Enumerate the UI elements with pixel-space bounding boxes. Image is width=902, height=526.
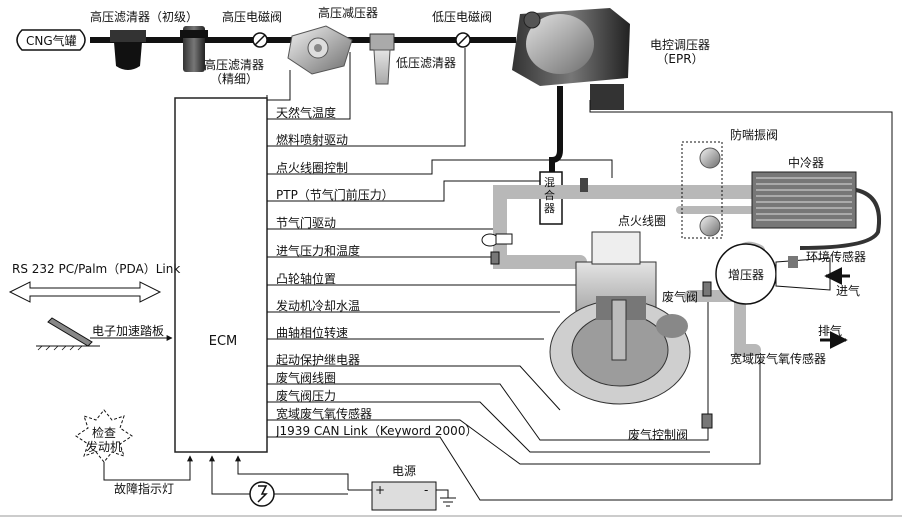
ignition-coil-label: 点火线圈 — [618, 214, 667, 228]
epr-icon — [512, 8, 630, 110]
signal-ptp: PTP（节气门前压力） — [276, 188, 394, 202]
cng-tank-label: CNG气罐 — [26, 34, 77, 48]
anti-surge-valve-icon — [681, 141, 723, 239]
power-line — [235, 455, 349, 490]
fault-lamp-line — [103, 455, 193, 481]
turbo-label: 增压器 — [728, 268, 765, 282]
hp-filter-fine-label-1: 高压滤清器 — [204, 58, 265, 72]
pedal-icon — [36, 317, 173, 351]
ambient-sensor-label: 环境传感器 — [806, 250, 867, 264]
signal-line-ptp — [267, 180, 560, 202]
wastegate-icon — [702, 281, 712, 297]
lp-filter-label: 低压滤清器 — [396, 56, 457, 70]
cng-tank-icon — [16, 29, 86, 51]
wastegate-label: 废气阀 — [662, 290, 699, 304]
signal-fuel-drive: 燃料喷射驱动 — [276, 133, 349, 147]
signal-line-j1939 — [267, 100, 893, 501]
fault-lamp-label: 故障指示灯 — [114, 482, 175, 496]
battery-minus: - — [424, 483, 429, 497]
signal-throttle: 节气门驱动 — [276, 216, 337, 230]
hp-filter-primary-label: 高压滤清器（初级） — [90, 10, 199, 24]
intercooler-label: 中冷器 — [788, 156, 825, 170]
hp-regulator-label: 高压减压器 — [318, 6, 379, 20]
rs232-label: RS 232 PC/Palm（PDA）Link — [12, 262, 181, 276]
signal-j1939: J1939 CAN Link（Keyword 2000） — [276, 424, 478, 438]
battery-plus: + — [375, 483, 386, 497]
wg-control-valve-icon — [701, 413, 713, 429]
signal-wb-sensor: 宽域废气氧传感器 — [276, 407, 373, 421]
ecm-box — [174, 97, 268, 453]
signal-line-ignition — [267, 159, 613, 178]
key-switch-icon — [209, 455, 348, 507]
wg-control-label: 废气控制阀 — [628, 428, 689, 442]
ecm-label: ECM — [208, 334, 238, 349]
signal-wg-press: 废气阀压力 — [276, 389, 337, 403]
signal-intake-press: 进气压力和温度 — [276, 244, 361, 258]
signal-line-fuel-drive — [267, 48, 466, 147]
hp-filter-primary-icon — [110, 30, 146, 70]
lp-solenoid-valve-icon — [455, 32, 471, 48]
check-engine-label-2: 发动机 — [85, 440, 122, 454]
epr-label-1: 电控调压器 — [649, 38, 710, 52]
signal-gas-temp: 天然气温度 — [276, 106, 337, 120]
battery-icon — [348, 481, 456, 511]
turbo-icon — [715, 243, 831, 305]
exhaust-label: 排气 — [818, 324, 843, 338]
signal-wg-coil: 废气阀线圈 — [276, 371, 337, 385]
signal-coolant: 发动机冷却水温 — [276, 299, 361, 313]
hp-solenoid-valve-icon — [252, 32, 268, 48]
hp-solenoid-label: 高压电磁阀 — [222, 10, 283, 24]
power-label: 电源 — [392, 464, 417, 478]
intercooler-icon — [751, 171, 881, 250]
signal-line-wg-coil — [267, 290, 709, 441]
engine-icon — [549, 231, 691, 405]
ignition-connector — [580, 178, 588, 192]
signal-relay: 起动保护继电器 — [276, 353, 361, 367]
wb-sensor-label: 宽域废气氧传感器 — [730, 352, 827, 366]
throttle-icon — [481, 233, 513, 247]
rs232-arrow — [8, 281, 162, 303]
signal-crank: 曲轴相位转速 — [276, 326, 349, 340]
anti-surge-label: 防喘振阀 — [730, 128, 779, 142]
signal-line-throttle — [267, 228, 497, 240]
signal-ignition: 点火线圈控制 — [276, 161, 349, 175]
mixer-label: 混合器 — [544, 176, 555, 215]
pedal-label: 电子加速踏板 — [92, 324, 165, 338]
hp-regulator-icon — [287, 25, 353, 75]
signal-cam: 凸轮轴位置 — [276, 272, 337, 286]
signal-line-wb — [267, 360, 761, 465]
lp-filter-icon — [369, 33, 395, 85]
check-engine-label-1: 检查 — [91, 426, 116, 440]
signal-line-relay — [267, 365, 561, 411]
lp-solenoid-label: 低压电磁阀 — [432, 10, 493, 24]
hp-filter-fine-label-2: （精细） — [209, 72, 258, 86]
signal-line-hp-filter-label — [267, 70, 291, 101]
intake-label: 进气 — [836, 284, 861, 298]
map-sensor-icon — [490, 251, 500, 265]
signal-line-gas-temp — [267, 52, 351, 120]
epr-label-2: （EPR） — [656, 52, 704, 66]
signal-line-wg-press — [267, 401, 710, 453]
hp-filter-fine-icon — [180, 26, 208, 72]
